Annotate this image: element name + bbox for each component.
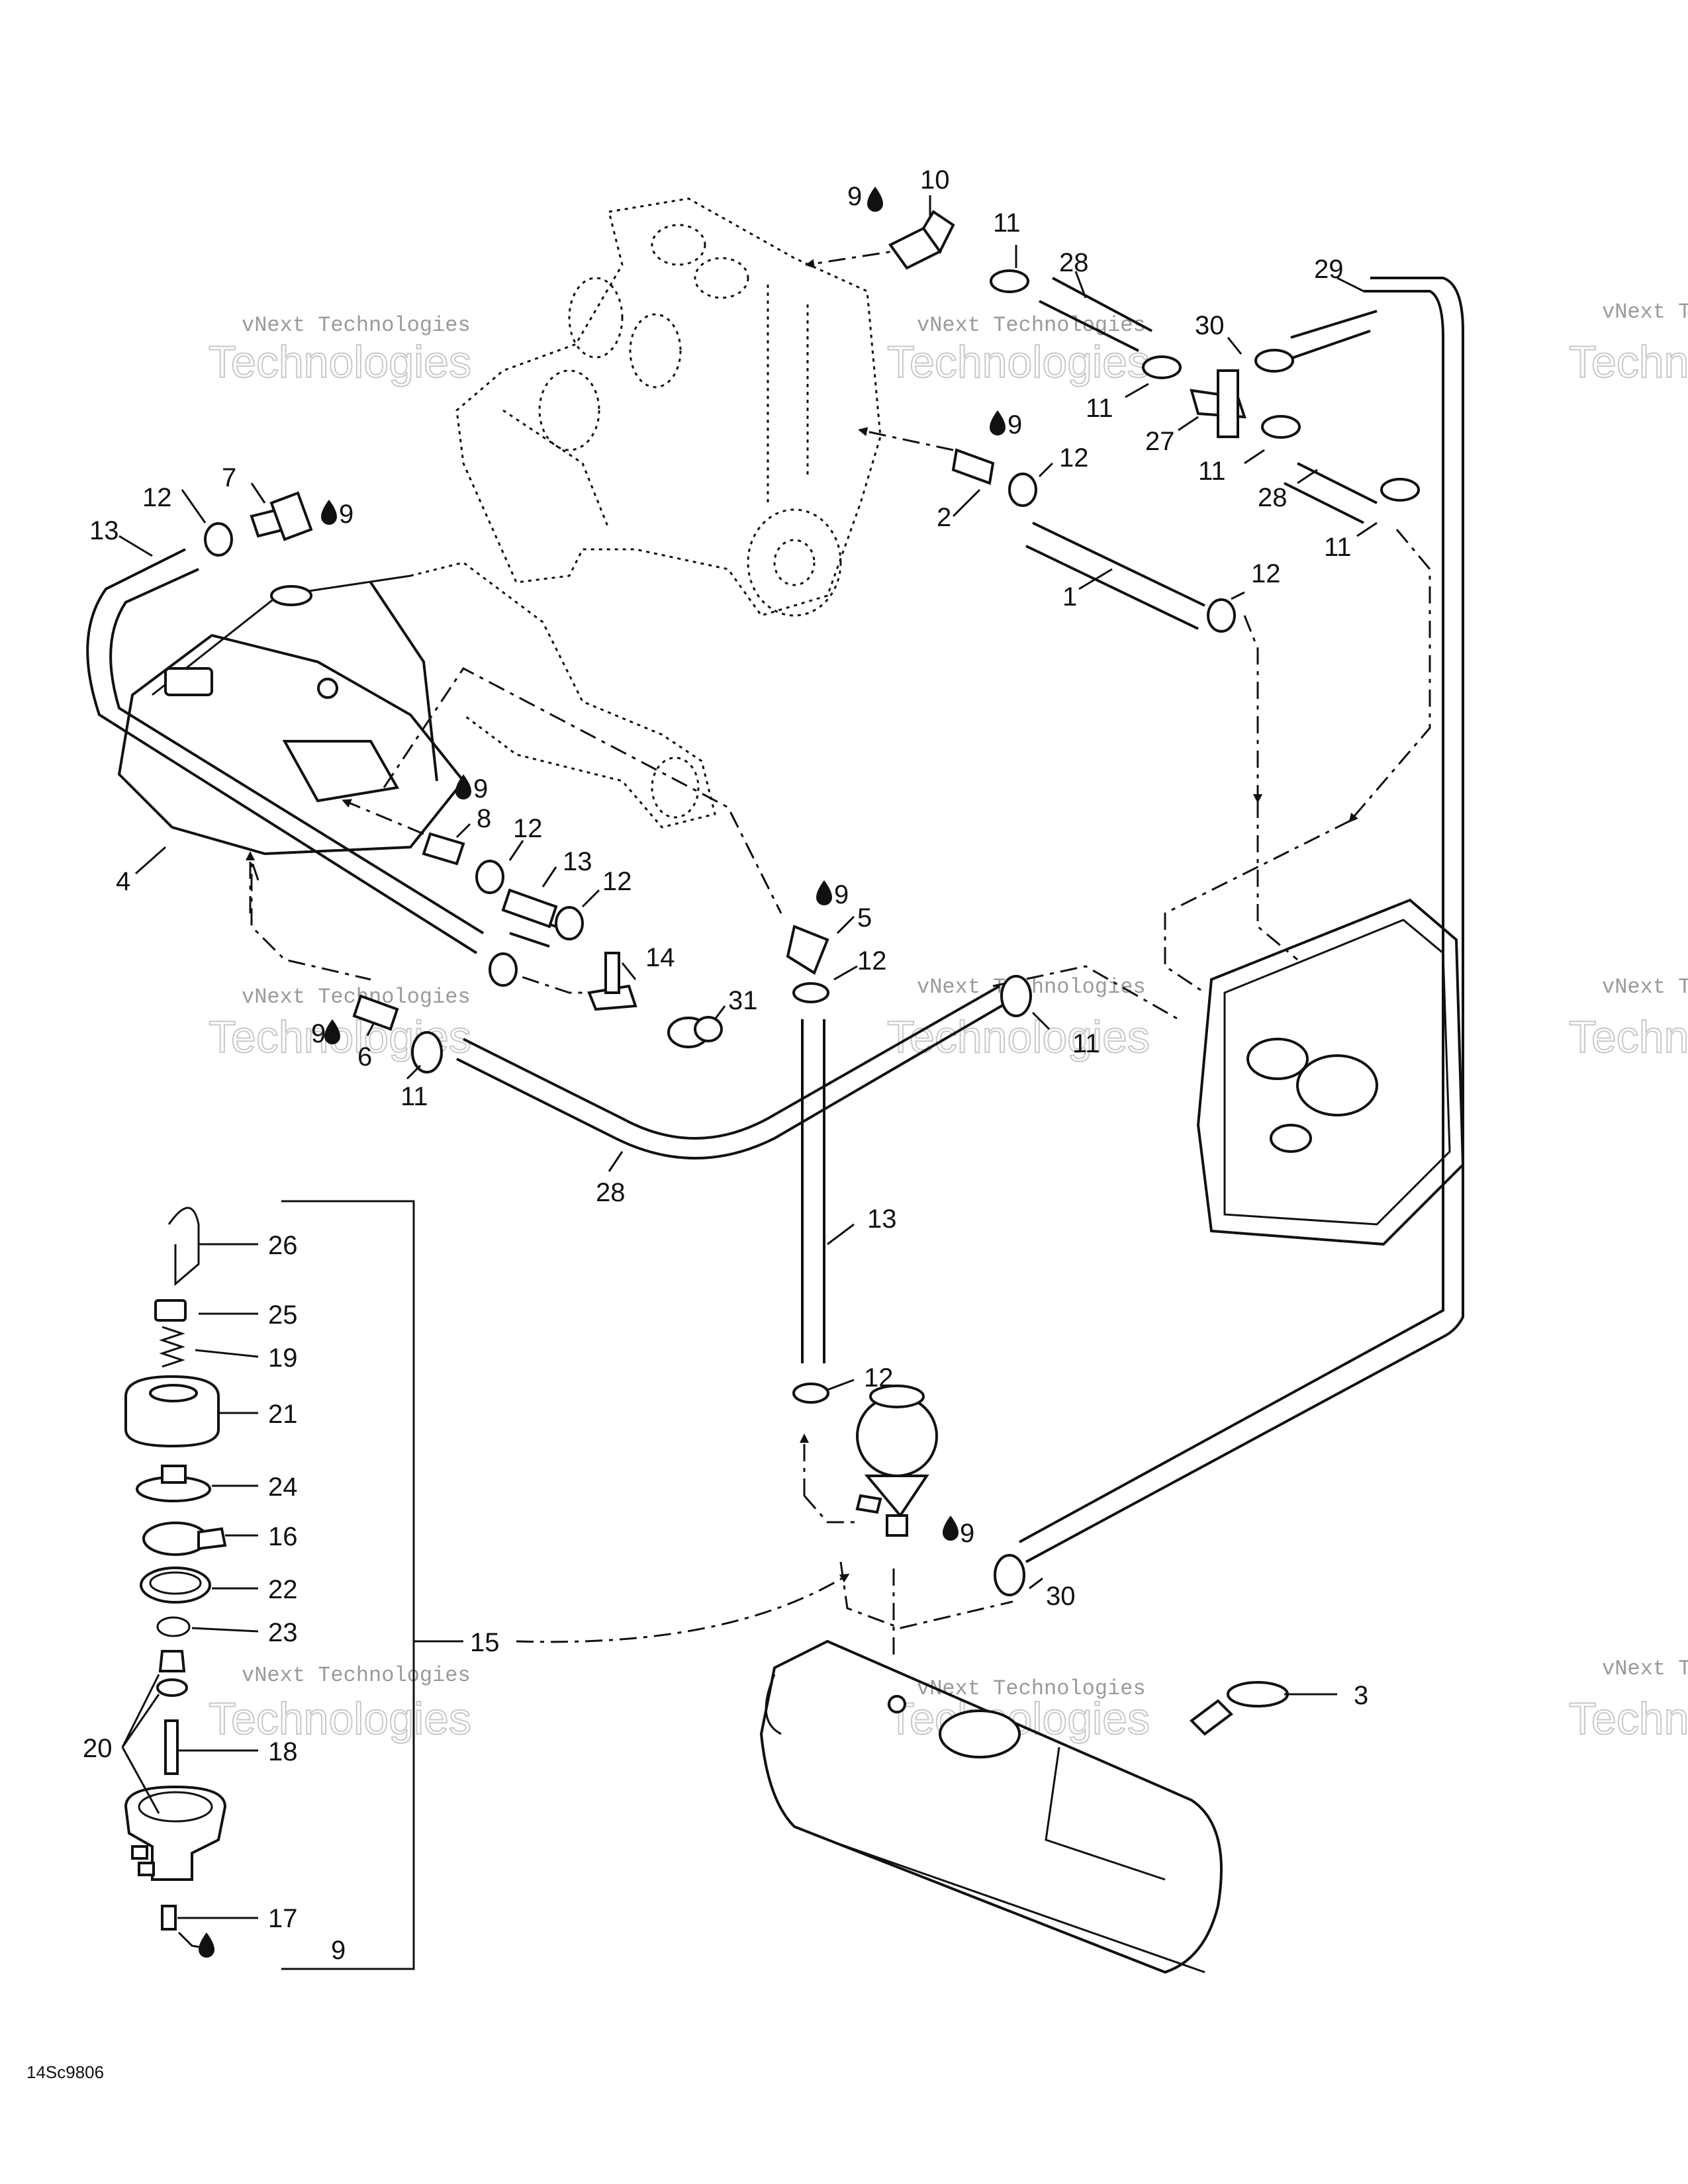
check-valve-assembly: [124, 1206, 227, 1931]
callout-9: 9: [339, 500, 353, 529]
callout-12: 12: [857, 946, 887, 976]
svg-text:Technologies: Technologies: [1569, 337, 1688, 387]
callout-28: 28: [1059, 248, 1089, 277]
callout-31: 31: [728, 986, 758, 1015]
svg-text:Technologies: Technologies: [1569, 1012, 1688, 1062]
callout-20: 20: [83, 1734, 113, 1763]
svg-text:vNext Technologies: vNext Technologies: [917, 1676, 1146, 1701]
callout-10: 10: [920, 165, 950, 195]
flow-lines: [246, 247, 1431, 1655]
callout-12: 12: [1251, 559, 1281, 588]
svg-text:Technologies: Technologies: [887, 1012, 1150, 1062]
callout-24: 24: [268, 1473, 298, 1502]
svg-text:vNext Technologies: vNext Technologies: [242, 985, 471, 1009]
callout-labels: 10 9 11 28 29 30 11 27 11 28 11 9 12 2 1…: [83, 165, 1368, 1965]
callout-11: 11: [400, 1082, 428, 1111]
callout-25: 25: [268, 1300, 298, 1330]
callout-9: 9: [331, 1936, 346, 1965]
sealant-drop-icons: [199, 187, 1006, 1958]
callout-13: 13: [867, 1205, 897, 1234]
callout-13: 13: [89, 516, 119, 545]
callout-18: 18: [268, 1737, 298, 1766]
svg-text:vNext Technologies: vNext Technologies: [242, 313, 471, 338]
watermark: Technologies vNext Technologies: [1568, 300, 1688, 388]
watermarks: Technologies vNext Technologies Technolo…: [208, 300, 1688, 1745]
callout-3: 3: [1354, 1681, 1368, 1710]
svg-text:vNext Technologies: vNext Technologies: [1602, 300, 1688, 324]
callout-12: 12: [142, 483, 172, 512]
callout-7: 7: [222, 463, 236, 492]
engine-block: [455, 197, 882, 617]
svg-text:Technologies: Technologies: [209, 1694, 471, 1744]
callout-17: 17: [268, 1904, 298, 1933]
sealant-drop-icon: [324, 1019, 340, 1044]
watermark: Technologies vNext Technologies: [208, 1663, 472, 1745]
callout-21: 21: [268, 1400, 298, 1429]
callout-9: 9: [311, 1019, 326, 1048]
svg-text:vNext Technologies: vNext Technologies: [1602, 975, 1688, 999]
fittings: [204, 210, 1420, 1596]
callout-8: 8: [477, 804, 491, 833]
callout-5: 5: [857, 903, 872, 933]
callout-6: 6: [357, 1042, 372, 1071]
sealant-drop-icon: [990, 410, 1006, 435]
svg-text:vNext Technologies: vNext Technologies: [1602, 1657, 1688, 1681]
callout-28: 28: [596, 1178, 626, 1207]
callout-16: 16: [268, 1522, 298, 1551]
drawing-code: 14Sc9806: [26, 2062, 104, 2082]
callout-13: 13: [563, 847, 592, 876]
callout-9: 9: [473, 774, 488, 803]
watermark: Technologies vNext Technologies: [1568, 1657, 1688, 1745]
watermark: Technologies vNext Technologies: [208, 313, 472, 388]
callout-11: 11: [1198, 457, 1226, 486]
callout-15: 15: [470, 1628, 500, 1657]
leader-lines: [118, 195, 1378, 1970]
hoses: [86, 277, 1464, 1563]
callout-19: 19: [268, 1343, 298, 1373]
callout-14: 14: [645, 943, 675, 972]
callout-30: 30: [1046, 1582, 1076, 1611]
callout-12: 12: [1059, 443, 1089, 473]
callout-30: 30: [1195, 311, 1225, 340]
svg-text:vNext Technologies: vNext Technologies: [917, 313, 1146, 338]
sealant-drop-icon: [199, 1933, 214, 1958]
callout-27: 27: [1145, 427, 1175, 456]
callout-11: 11: [1072, 1029, 1100, 1058]
callout-12: 12: [513, 814, 543, 843]
callout-9: 9: [1008, 410, 1022, 439]
tie-strap: [1189, 1681, 1289, 1736]
callout-11: 11: [993, 208, 1021, 238]
pump-housing: [1196, 898, 1465, 1246]
exhaust-muffler: [117, 561, 716, 856]
callout-26: 26: [268, 1231, 298, 1260]
svg-text:Technologies: Technologies: [209, 337, 471, 387]
callout-11: 11: [1086, 394, 1113, 423]
sealant-drop-icon: [867, 187, 883, 212]
callout-11: 11: [1324, 533, 1352, 562]
callout-29: 29: [1314, 255, 1344, 284]
svg-text:vNext Technologies: vNext Technologies: [242, 1663, 471, 1688]
callout-1: 1: [1062, 582, 1077, 612]
callout-22: 22: [268, 1575, 298, 1604]
water-separator: [855, 1385, 938, 1537]
callout-12: 12: [602, 867, 632, 896]
sealant-drop-icon: [943, 1516, 959, 1541]
svg-text:Technologies: Technologies: [887, 337, 1150, 387]
sealant-drop-icon: [455, 774, 471, 799]
callout-9: 9: [960, 1519, 974, 1548]
watermark: Technologies vNext Technologies: [1568, 975, 1688, 1063]
callout-23: 23: [268, 1618, 298, 1647]
svg-text:Technologies: Technologies: [1569, 1694, 1688, 1744]
callout-28: 28: [1258, 483, 1288, 512]
sealant-drop-icon: [321, 500, 337, 525]
watermark: Technologies vNext Technologies: [886, 313, 1150, 388]
callout-4: 4: [116, 867, 130, 896]
water-lock-muffler: [759, 1639, 1223, 1974]
callout-12: 12: [864, 1363, 894, 1392]
callout-9: 9: [834, 880, 849, 909]
callout-9: 9: [847, 182, 862, 211]
callout-2: 2: [937, 503, 951, 532]
sealant-drop-icon: [816, 880, 832, 905]
